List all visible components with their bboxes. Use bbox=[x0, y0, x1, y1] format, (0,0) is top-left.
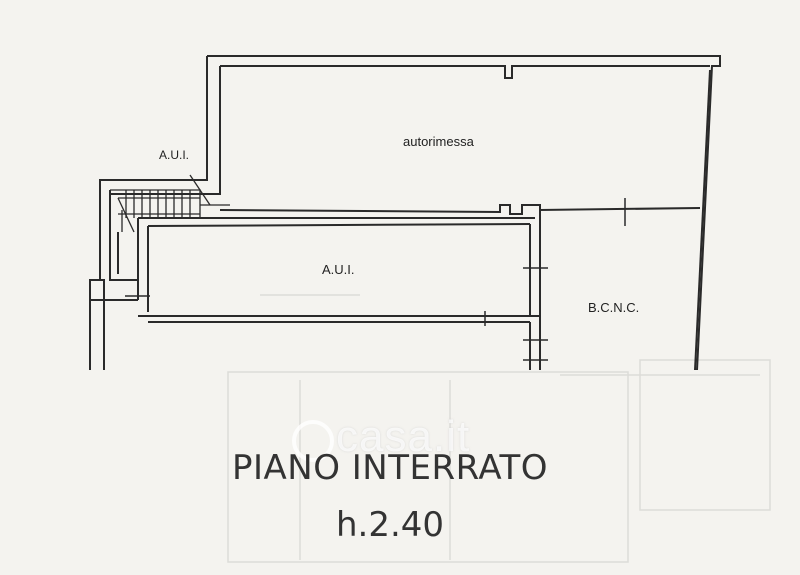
room-label-aui-main: A.U.I. bbox=[322, 262, 355, 277]
interior-walls bbox=[90, 204, 701, 370]
plan-title: PIANO INTERRATO bbox=[231, 448, 549, 488]
watermark-logo-icon bbox=[292, 420, 334, 462]
room-label-bcnc: B.C.N.C. bbox=[588, 300, 640, 315]
room-label-aui-stair: A.U.I. bbox=[159, 148, 190, 162]
door-ticks bbox=[125, 198, 626, 361]
ghost-drawing bbox=[227, 294, 771, 563]
room-label-garage: autorimessa bbox=[403, 134, 474, 149]
watermark: casa.it bbox=[336, 412, 471, 461]
plan-height: h.2.40 bbox=[335, 505, 445, 545]
staircase bbox=[110, 174, 230, 233]
